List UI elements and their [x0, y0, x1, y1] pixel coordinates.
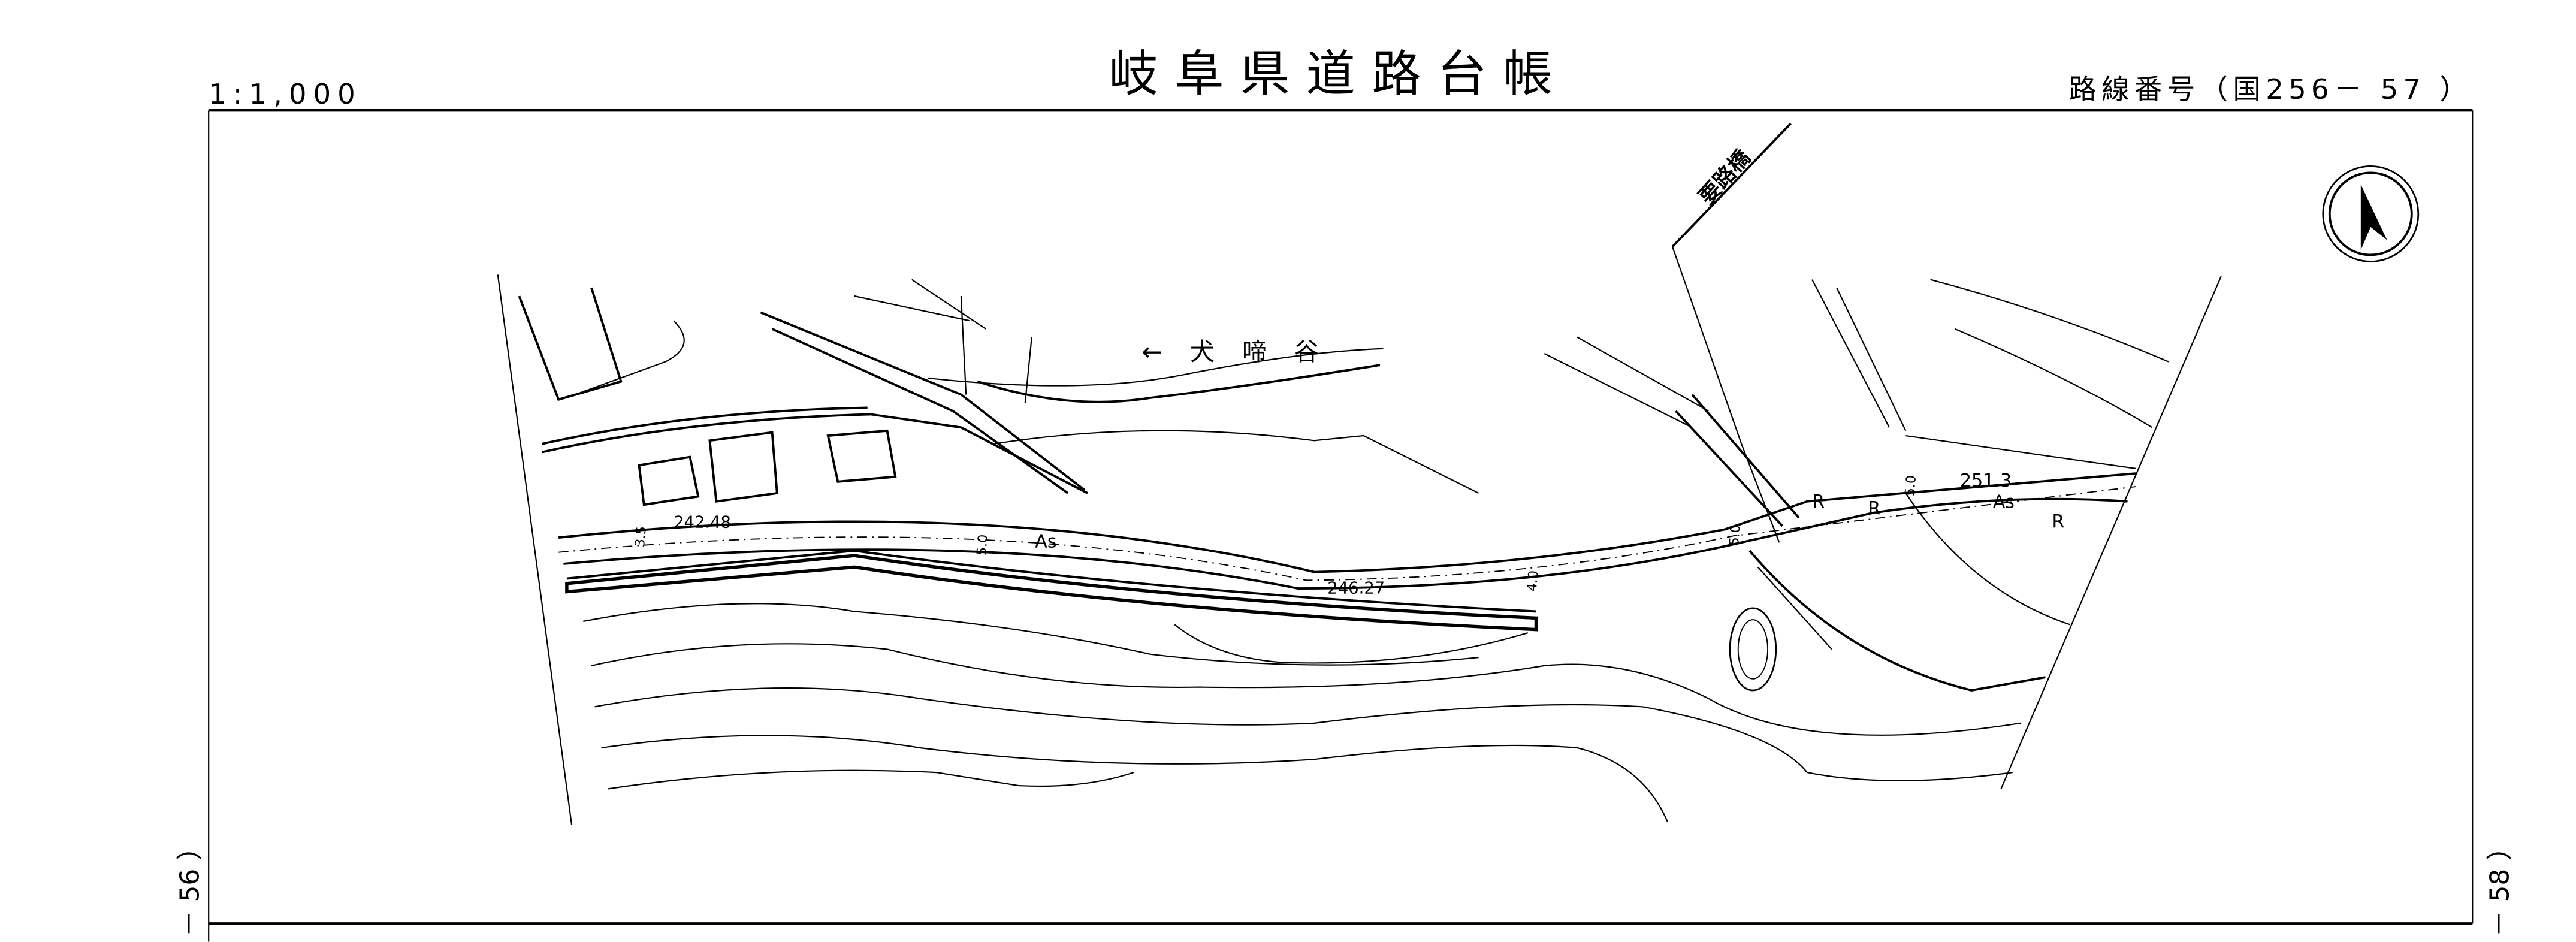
guardrail-label: R: [1812, 492, 1825, 513]
map-drawing: ← 犬 啼 谷 要路橋 242.48 246.27 251.3 As As R …: [497, 122, 2222, 825]
surface-label: As: [1993, 492, 2015, 513]
width-label: 3.5: [633, 526, 650, 548]
route-number: 路線番号（国256－ 57 ）: [2068, 73, 2472, 105]
surface-label: As: [1035, 531, 1056, 552]
elevation-label: 242.48: [674, 514, 731, 532]
width-label: 4.0: [1525, 570, 1542, 592]
bridge-label: 要路橋: [1695, 145, 1756, 209]
width-label: 5.0: [1902, 475, 1919, 497]
elevation-label: 246.27: [1327, 579, 1385, 597]
valley-label: ← 犬 啼 谷: [1141, 337, 1328, 366]
scale-label: 1:1,000: [209, 78, 362, 110]
elevation-label: 251.3: [1960, 470, 2012, 491]
left-sheet-label: － 56 ）: [175, 834, 206, 937]
right-sheet-label: － 58 ）: [2485, 834, 2515, 937]
page-title: 岐阜県道路台帳: [1109, 46, 1569, 102]
width-label: 5.0: [1727, 524, 1744, 546]
north-arrow-icon: [2322, 165, 2420, 262]
width-label: 5.0: [974, 534, 991, 556]
guardrail-label: R: [1868, 499, 1880, 520]
guardrail-label: R: [2052, 512, 2064, 533]
